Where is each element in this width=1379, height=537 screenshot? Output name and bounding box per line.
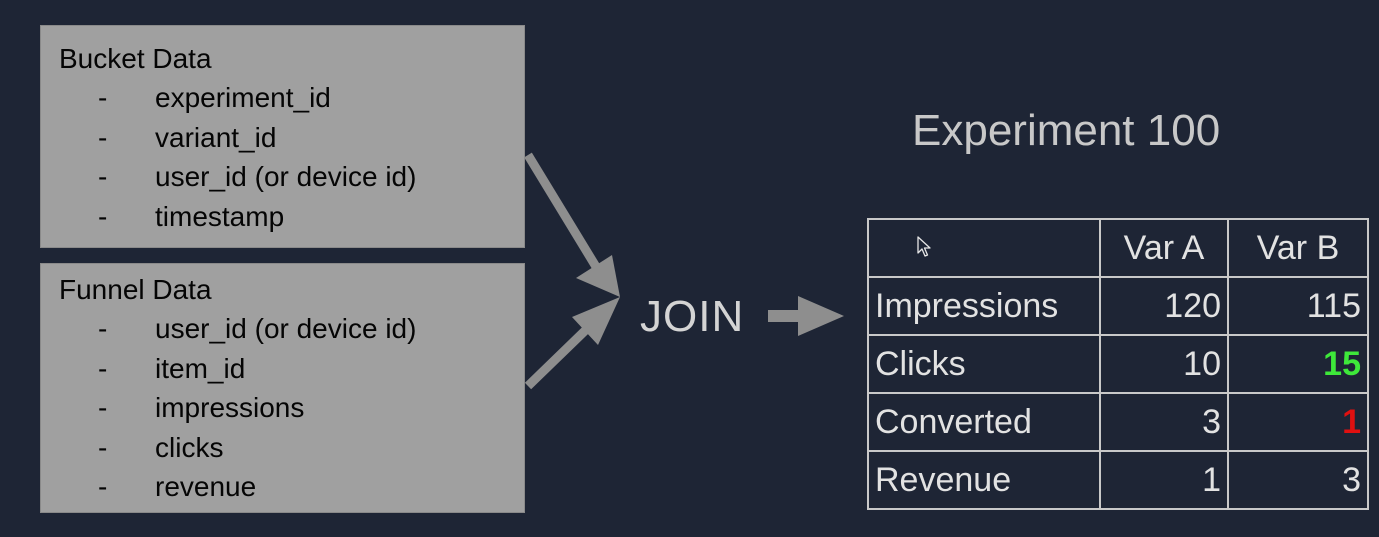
join-label: JOIN <box>640 292 745 341</box>
row-label: Clicks <box>867 334 1101 394</box>
bullet-dash: - <box>98 392 108 423</box>
mouse-cursor-icon <box>917 236 931 257</box>
var-a-value: 120 <box>1099 276 1229 336</box>
join-to-result-arrowhead <box>798 296 844 336</box>
bullet-dash: - <box>98 352 108 384</box>
row-label: Revenue <box>867 450 1101 510</box>
var-b-value-highlight: 15 <box>1227 334 1369 394</box>
join-to-result-arrow-shaft <box>768 310 800 322</box>
column-header-var-b: Var B <box>1227 218 1369 278</box>
bucket-to-join-arrow-shaft <box>524 152 602 273</box>
table-row: Revenue 1 3 <box>867 450 1369 510</box>
row-label: Impressions <box>867 276 1101 336</box>
experiment-results-table: Var A Var B Impressions 120 115 Clicks 1… <box>867 218 1369 510</box>
var-a-value: 10 <box>1099 334 1229 394</box>
bullet-dash: - <box>98 200 108 232</box>
bullet-dash: - <box>98 121 108 153</box>
var-b-value-highlight: 1 <box>1227 392 1369 452</box>
bullet-dash: - <box>98 82 108 113</box>
table-header-row: Var A Var B <box>867 218 1369 278</box>
table-corner-cell <box>867 218 1101 278</box>
bullet-dash: - <box>98 471 108 502</box>
bullet-dash: - <box>98 161 108 192</box>
field-name: user_id (or device id) <box>155 313 417 344</box>
var-a-value: 1 <box>1099 450 1229 510</box>
table-row: Clicks 10 15 <box>867 334 1369 394</box>
bullet-dash: - <box>98 431 108 463</box>
field-name: timestamp <box>155 200 285 232</box>
table-row: Converted 3 1 <box>867 392 1369 452</box>
var-a-value: 3 <box>1099 392 1229 452</box>
bullet-dash: - <box>98 313 108 344</box>
var-b-value: 115 <box>1227 276 1369 336</box>
table-row: Impressions 120 115 <box>867 276 1369 336</box>
funnel-data-title: Funnel Data <box>59 274 212 305</box>
funnel-data-box: Funnel Data - user_id (or device id) - ite… <box>40 263 525 513</box>
field-name: revenue <box>155 471 257 502</box>
bucket-to-join-arrowhead <box>576 255 620 297</box>
funnel-to-join-arrowhead <box>572 297 620 345</box>
field-name: impressions <box>155 392 305 423</box>
row-label: Converted <box>867 392 1101 452</box>
field-name: user_id (or device id) <box>155 161 417 192</box>
field-name: item_id <box>155 352 246 384</box>
bucket-data-box: Bucket Data - experiment_id - variant_id -… <box>40 25 525 248</box>
field-name: variant_id <box>155 121 277 153</box>
bucket-data-title: Bucket Data <box>59 43 212 74</box>
var-b-value: 3 <box>1227 450 1369 510</box>
column-header-var-a: Var A <box>1099 218 1229 278</box>
experiment-title: Experiment 100 <box>912 106 1221 155</box>
field-name: clicks <box>155 431 224 463</box>
funnel-to-join-arrow-shaft <box>524 318 598 390</box>
field-name: experiment_id <box>155 82 331 113</box>
